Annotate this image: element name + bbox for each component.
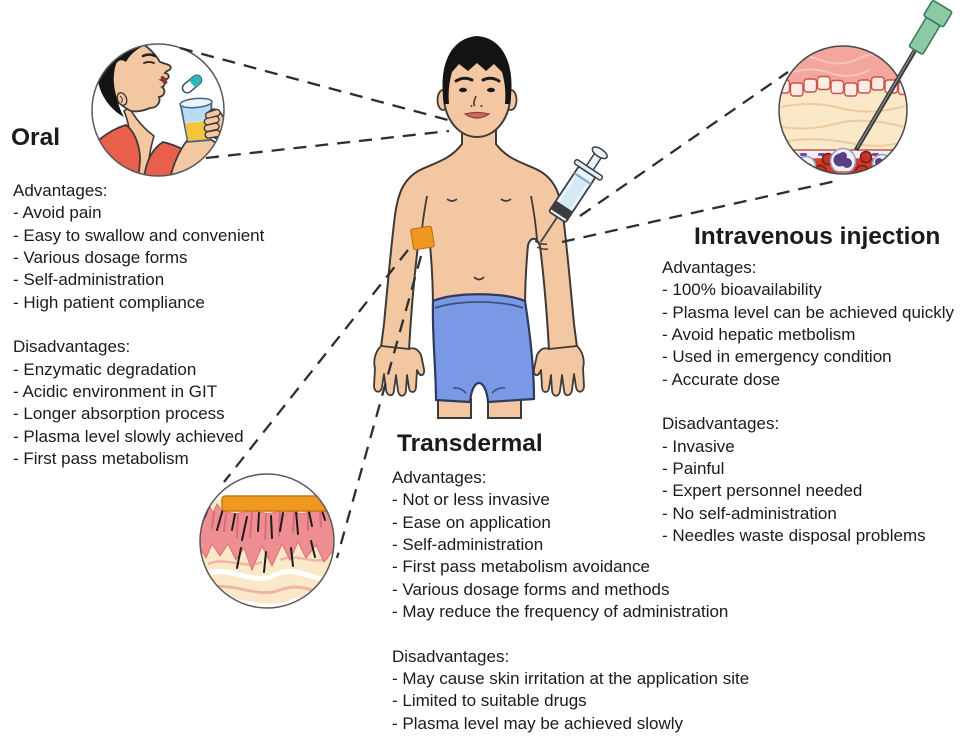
list-item: - Plasma level may be achieved slowly [392, 713, 684, 733]
disadvantages-list: - May cause skin irritation at the appli… [392, 668, 749, 735]
td-title: Transdermal [397, 430, 543, 457]
iv-title: Intravenous injection [694, 223, 941, 250]
td-text-block: Advantages: - Not or less invasive- Ease… [392, 467, 749, 735]
eye [143, 61, 155, 64]
list-item: - Avoid hepatic metbolism [662, 325, 856, 345]
list-item: - Needles waste disposal problems [662, 526, 926, 546]
disadvantages-list: - Enzymatic degradation - Acidic environm… [13, 359, 264, 471]
needle [854, 0, 953, 152]
iv-connector-lower [561, 179, 837, 244]
eyebrow [141, 53, 157, 58]
glass-of-water [179, 97, 213, 143]
boy-figure [373, 36, 585, 419]
td-connector-right [335, 255, 423, 559]
list-item: - May reduce the frequency of administra… [392, 602, 729, 622]
list-item: - Various dosage forms and methods [392, 579, 670, 599]
disadvantages-label: Disadvantages: [392, 646, 510, 666]
list-item: - 100% bioavailability [662, 280, 822, 300]
connector-lines [179, 46, 837, 559]
list-item: - Plasma level slowly achieved [13, 426, 244, 446]
nipple [500, 198, 512, 202]
transdermal-illustration [199, 473, 335, 609]
list-item: - No self-administration [662, 503, 837, 523]
syringe [534, 146, 608, 250]
advantages-list: - 100% bioavailability- Plasma level can… [662, 279, 954, 391]
intravenous-illustration [778, 0, 953, 175]
advantages-label: Advantages: [13, 181, 108, 200]
list-item: - Not or less invasive [392, 490, 550, 510]
iv-connector-upper [579, 71, 789, 217]
right-arm-crease [530, 195, 538, 241]
epidermis-streaks [211, 508, 322, 540]
td-circle-outline [199, 473, 335, 609]
oral-circle-outline [91, 43, 225, 177]
waistband [434, 301, 524, 309]
list-item: - Easy to swallow and convenient [13, 225, 265, 245]
advantages-list: - Avoid pain- Easy to swallow and conven… [13, 202, 264, 314]
list-item: - Painful [662, 459, 725, 479]
list-item: - High patient compliance [13, 292, 205, 312]
list-item: - May cause skin irritation at the appli… [392, 669, 750, 689]
list-item: - Acidic environment in GIT [13, 382, 218, 402]
list-item: - Accurate dose [662, 369, 781, 389]
list-item: - Enzymatic degradation [13, 359, 197, 379]
oral-illustration [91, 43, 225, 177]
vessel-wall-bottom [790, 172, 900, 174]
iv-text-block: Advantages: - 100% bioavailability- Plas… [662, 257, 954, 547]
right-eyebrow [481, 76, 501, 83]
nose [473, 95, 477, 107]
list-item: - Limited to suitable drugs [392, 691, 587, 711]
list-item: - Self-administration [13, 270, 165, 290]
list-item: - Plasma level can be achieved quickly [662, 302, 954, 322]
list-item: - Expert personnel needed [662, 481, 863, 501]
left-eye [459, 87, 467, 93]
left-hand [373, 345, 426, 397]
oral-title: Oral [11, 124, 61, 151]
disadvantages-label: Disadvantages: [13, 337, 131, 357]
navel [473, 276, 485, 281]
oral-text-block: Advantages: - Avoid pain- Easy to swallo… [13, 180, 264, 470]
iv-circle-outline [778, 45, 908, 175]
left-eyebrow [454, 76, 474, 83]
advantages-label: Advantages: [662, 258, 757, 277]
list-item: - Longer absorption process [13, 404, 225, 424]
list-item: - Various dosage forms [13, 248, 188, 268]
open-mouth [160, 75, 168, 85]
mouth [463, 111, 491, 119]
arm-patch [410, 225, 435, 251]
list-item: - Ease on application [392, 512, 551, 532]
list-item: - Invasive [662, 436, 735, 456]
disadvantages-list: - Invasive - Painful- Expert personnel ne… [662, 436, 954, 548]
hair [442, 36, 512, 104]
list-item: - Avoid pain [13, 203, 102, 223]
right-eye [487, 87, 495, 93]
transdermal-patch [221, 495, 333, 512]
oral-connector-upper [179, 46, 449, 122]
list-item: - First pass metabolism [13, 449, 189, 469]
td-connector-left [223, 249, 409, 483]
nipple [446, 198, 458, 202]
disadvantages-label: Disadvantages: [662, 414, 780, 434]
oral-connector-lower [205, 129, 450, 160]
list-item: - Self-administration [392, 535, 544, 555]
list-item: - First pass metabolism avoidance [392, 557, 650, 577]
right-hand [532, 345, 585, 397]
advantages-list: - Not or less invasive- Ease on applicat… [392, 489, 749, 623]
advantages-label: Advantages: [392, 468, 487, 487]
capsule-pill [181, 74, 203, 94]
shorts [431, 293, 536, 404]
list-item: - Used in emergency condition [662, 347, 892, 367]
